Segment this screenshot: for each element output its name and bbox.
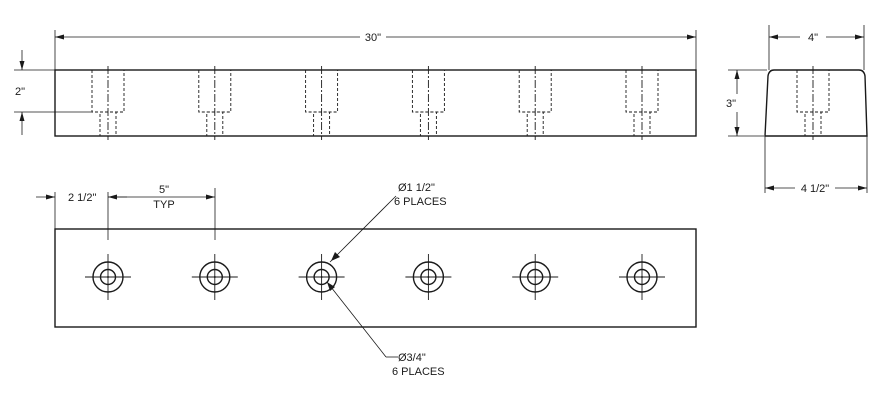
side-view-outline [764,69,868,137]
hole-spacing-label: 5" [159,184,169,196]
arrowhead [734,127,740,136]
bottom-width-label: 4 1/2" [801,183,829,195]
arrowhead [331,252,340,261]
top-view-holes [85,254,665,300]
arrowhead [19,61,25,70]
center-mark [534,276,537,278]
arrowhead [55,34,64,40]
overall-length-label: 30" [365,32,381,44]
front-height-label: 2" [15,86,25,98]
arrowhead [734,70,740,79]
top-width-label: 4" [808,32,818,44]
center-mark [320,276,323,278]
front-view-hidden-holes [91,66,659,140]
thru-hole-quantity-label: 6 PLACES [392,366,445,378]
front-view-outline [54,69,697,137]
side-height-label: 3" [726,98,736,110]
arrowhead [46,194,55,200]
thru-hole-leader-line [326,281,387,358]
arrowhead [206,194,215,200]
center-mark [213,276,216,278]
top-view-outline [54,228,697,328]
center-mark [107,276,109,278]
arrowhead [687,34,696,40]
counterbore-quantity-label: 6 PLACES [394,196,447,208]
label-mask [360,29,386,43]
side-view: 4" 3" 4 1/2" [726,25,868,195]
arrowhead [327,282,335,291]
label-mask [795,180,835,194]
label-mask [800,29,826,43]
arrowhead [858,185,867,191]
counterbore-diameter-label: Ø1 1/2" [398,182,435,194]
arrowhead [765,185,774,191]
front-view: 30" 2" [14,29,697,140]
edge-offset-label: 2 1/2" [68,192,96,204]
arrowhead [769,34,778,40]
thru-hole-diameter-label: Ø3/4" [398,352,426,364]
center-mark [641,276,643,278]
hole-spacing-note: TYP [153,199,174,211]
top-view: 2 1/2" 5" TYP Ø1 1/2" 6 PLACES Ø3/4" 6 P… [36,182,697,378]
center-mark [427,276,430,278]
arrowhead [19,112,25,121]
arrowhead [855,34,864,40]
counterbore-leader-line [329,195,397,263]
